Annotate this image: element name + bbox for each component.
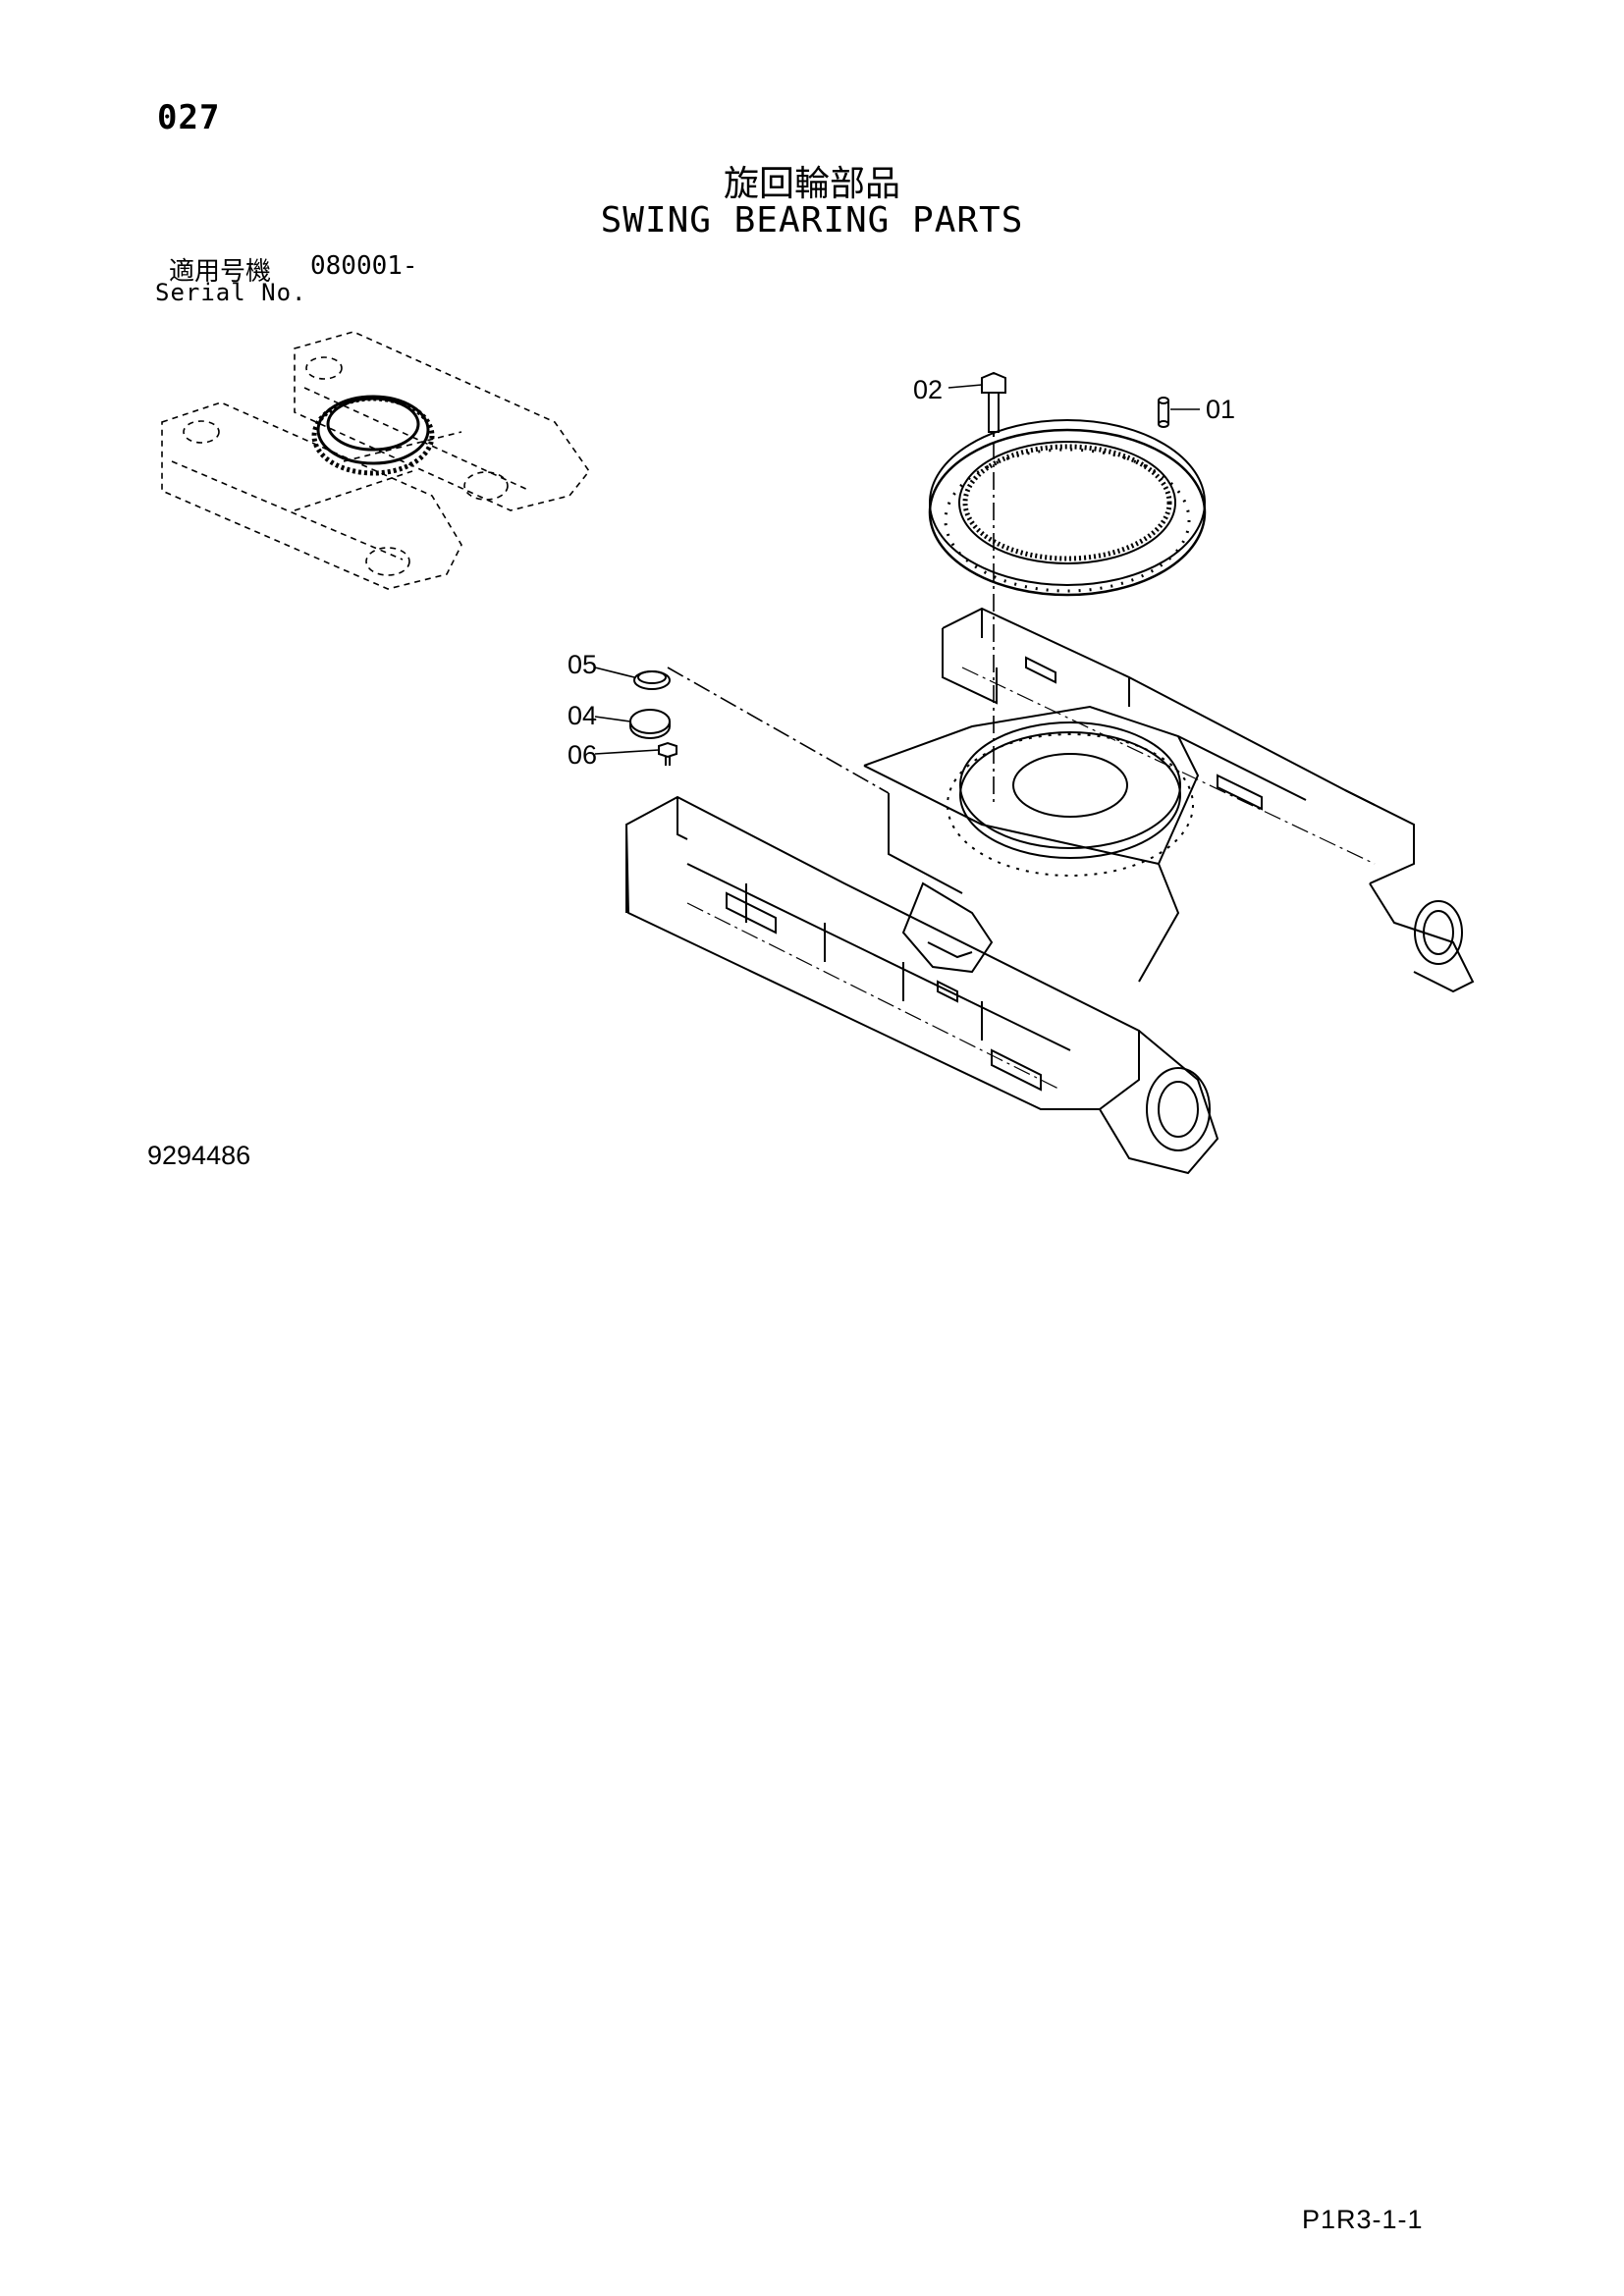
callout-label-04: 04 [568, 701, 597, 730]
callout-label-02: 02 [913, 375, 943, 404]
inset-undercarriage-thumbnail [161, 331, 590, 590]
page-title-japanese: 旋回輪部品 [723, 163, 900, 203]
page-number: 027 [157, 98, 221, 137]
track-frame [624, 607, 1475, 1175]
pin-part-01 [1158, 397, 1169, 428]
inset-bearing-ring [311, 395, 435, 476]
plate-part-04 [629, 709, 671, 739]
callout-label-06: 06 [568, 740, 597, 770]
serial-number-value: 080001- [310, 251, 418, 281]
callout-leaders [594, 384, 1200, 755]
callout-label-05: 05 [568, 650, 597, 679]
swing-bearing-ring [928, 419, 1207, 597]
callout-label-01: 01 [1206, 395, 1235, 424]
page-title-english: SWING BEARING PARTS [600, 200, 1024, 240]
bolt-part-02 [981, 371, 1006, 437]
cover-part-05 [633, 670, 671, 690]
page-code: P1R3-1-1 [1302, 2205, 1424, 2234]
drawing-number: 9294486 [147, 1141, 251, 1170]
bolt-part-06 [658, 741, 677, 766]
serial-label-japanese: 適用号機 [169, 256, 272, 286]
serial-label-english: Serial No. [155, 279, 307, 306]
parts-exploded-diagram: 02 01 05 04 06 [161, 331, 1475, 1175]
